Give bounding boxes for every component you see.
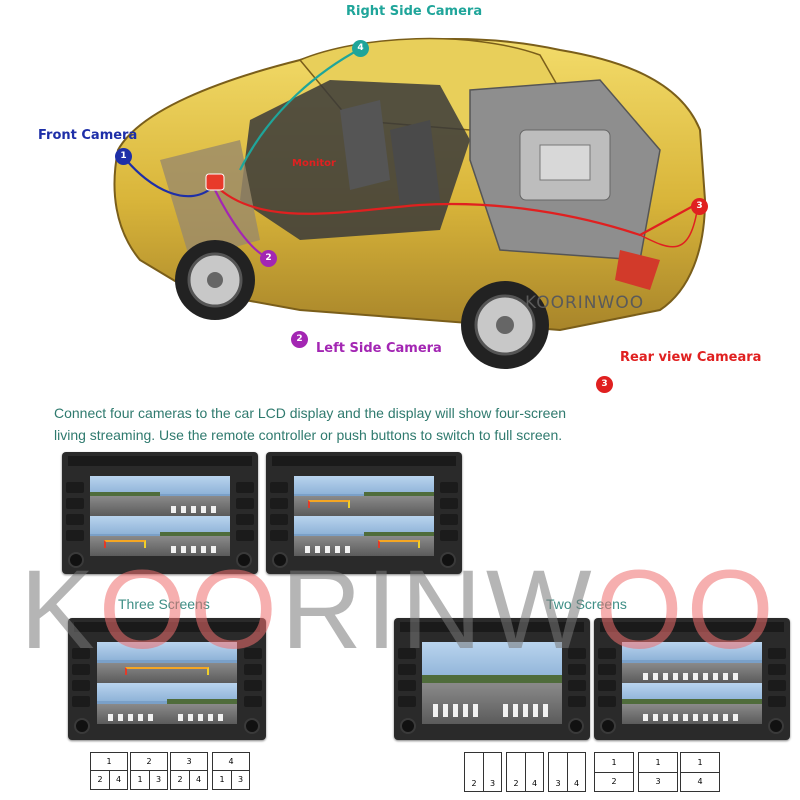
rear-camera-badge: 3	[596, 376, 613, 393]
wire-teal	[239, 47, 363, 171]
front-camera-badge: 1	[115, 148, 132, 165]
layout-cell: 3	[149, 770, 168, 790]
wire-rear	[639, 204, 699, 248]
description-text: Connect four cameras to the car LCD disp…	[54, 402, 614, 446]
right-camera-label: Right Side Camera	[346, 4, 483, 19]
seat-front	[340, 100, 390, 190]
layout-cell: 1	[680, 752, 720, 773]
head-unit-two-screen-horizontal	[594, 618, 790, 740]
description-line-2: living streaming. Use the remote control…	[54, 427, 563, 443]
layout-cell: 2	[506, 752, 526, 792]
layout-two-vertical-2: 2 4	[506, 752, 544, 792]
layout-three-2: 2 1 3	[130, 752, 168, 790]
layout-cell: 2	[90, 770, 110, 790]
tail-light	[615, 250, 660, 290]
engine-detail	[539, 144, 591, 181]
display-screen	[422, 642, 562, 724]
layout-three-1: 1 2 4	[90, 752, 128, 790]
display-screen	[97, 642, 237, 724]
layout-cell: 4	[189, 770, 208, 790]
head-unit-four-screen-b	[266, 452, 462, 574]
two-screens-caption: Two Screens	[546, 596, 627, 612]
layout-cell: 3	[170, 752, 208, 771]
layout-cell: 3	[231, 770, 250, 790]
layout-cell: 1	[212, 770, 232, 790]
head-unit-four-screen-a	[62, 452, 258, 574]
layout-cell: 1	[90, 752, 128, 771]
layout-cell: 4	[212, 752, 250, 771]
layout-cell: 1	[638, 752, 678, 773]
layout-cell: 3	[548, 752, 568, 792]
layout-cell: 1	[594, 752, 634, 773]
layout-two-vertical-1: 2 3	[464, 752, 502, 792]
rear-camera-label: Rear view Cameara	[620, 350, 762, 365]
layout-cell: 1	[130, 770, 150, 790]
layout-two-horizontal-2: 1 3	[638, 752, 678, 792]
rear-camera-badge-car: 3	[691, 198, 708, 215]
monitor-label: Monitor	[292, 158, 336, 169]
layout-cell: 2	[464, 752, 484, 792]
car-brand-text: KOORINWOO	[525, 293, 645, 313]
three-screens-caption: Three Screens	[118, 596, 210, 612]
head-unit-three-screen	[68, 618, 266, 740]
layout-two-horizontal-3: 1 4	[680, 752, 720, 792]
right-camera-badge: 4	[352, 40, 369, 57]
front-camera-label: Front Camera	[38, 128, 138, 143]
left-camera-label: Left Side Camera	[316, 341, 442, 356]
koorinwoo-watermark: KOORINWOO	[20, 547, 778, 672]
layout-cell: 4	[680, 772, 720, 792]
car-cutaway-illustration	[113, 37, 707, 369]
layout-cell: 3	[638, 772, 678, 792]
layout-cell: 3	[483, 752, 502, 792]
monitor-unit	[205, 173, 225, 191]
description-line-1: Connect four cameras to the car LCD disp…	[54, 405, 567, 421]
layout-two-vertical-3: 3 4	[548, 752, 586, 792]
wire-blue	[122, 155, 216, 198]
head-unit-two-screen-vertical	[394, 618, 590, 740]
display-screen	[294, 476, 434, 556]
layout-three-4: 4 1 3	[212, 752, 250, 790]
layout-cell: 4	[567, 752, 586, 792]
layout-cell: 4	[525, 752, 544, 792]
layout-two-horizontal-1: 1 2	[594, 752, 634, 792]
layout-cell: 2	[594, 772, 634, 792]
layout-cell: 4	[109, 770, 128, 790]
layout-cell: 2	[170, 770, 190, 790]
display-screen	[622, 642, 762, 724]
left-camera-badge: 2	[291, 331, 308, 348]
front-mechanics	[160, 140, 260, 260]
seat-rear	[390, 120, 440, 205]
display-screen	[90, 476, 230, 556]
wire-red	[214, 184, 696, 237]
layout-cell: 2	[130, 752, 168, 771]
left-camera-badge-car: 2	[260, 250, 277, 267]
layout-three-3: 3 2 4	[170, 752, 208, 790]
